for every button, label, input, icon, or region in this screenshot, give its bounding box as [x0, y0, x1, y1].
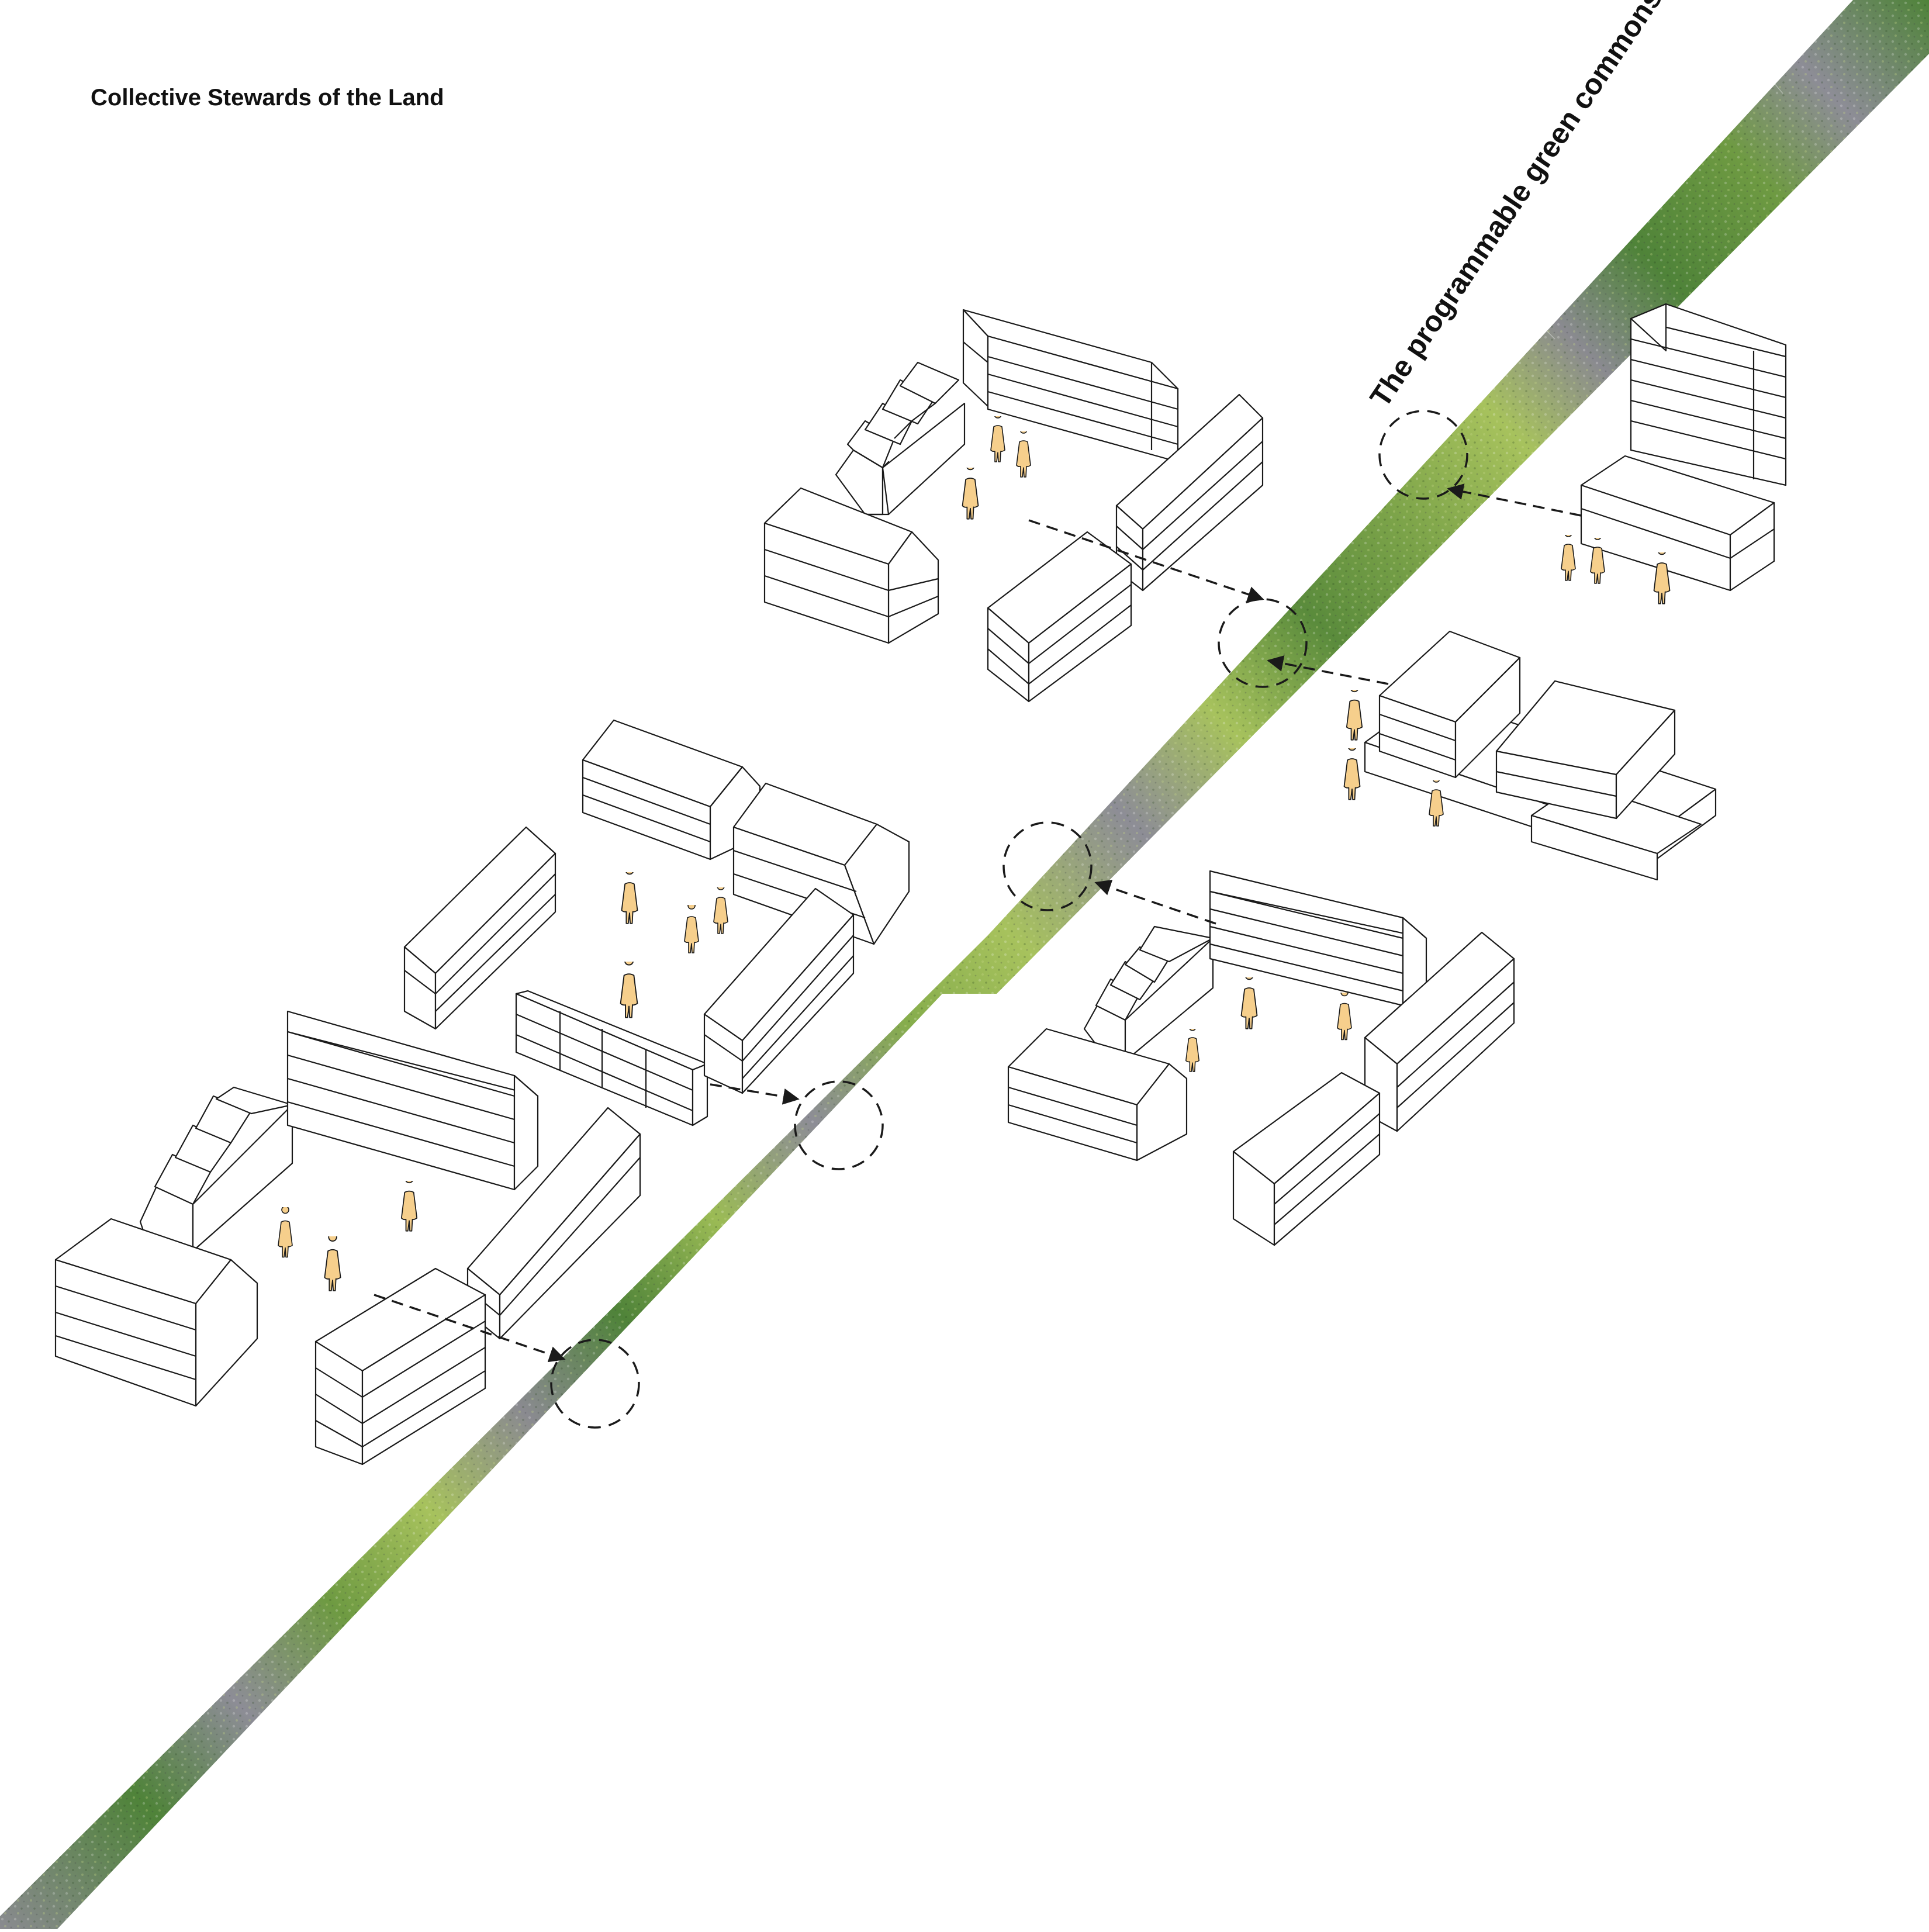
building-cluster-south [54, 1010, 641, 1466]
gable-building [403, 826, 556, 1030]
flat-building [515, 990, 708, 1126]
person-figure-icon [1343, 748, 1361, 800]
dashed-arrow-icon [1267, 655, 1389, 685]
person-figure-icon [713, 887, 728, 934]
person-figure-icon [400, 1181, 418, 1232]
gable-building [962, 309, 1179, 463]
dashed-arrow-icon [1028, 519, 1264, 603]
person-figure-icon [1240, 977, 1258, 1029]
gable-building [54, 1218, 258, 1407]
person-figure-icon [620, 962, 638, 1018]
gable-building [703, 887, 855, 1094]
terrace-houses [139, 1086, 293, 1252]
gable-building [1209, 870, 1427, 1007]
person-figure-icon [278, 1207, 293, 1258]
flow-arrows [374, 483, 1582, 1363]
person-figure-icon [962, 468, 979, 520]
dashed-arrow-icon [374, 1294, 566, 1363]
flat-building [1630, 303, 1787, 486]
gable-building [314, 1267, 486, 1466]
dashed-circle-icon [1002, 821, 1093, 911]
gable-building [763, 487, 939, 644]
building-cluster-west [403, 719, 910, 1126]
building-cluster-north [763, 309, 1264, 703]
dashed-arrow-icon [1094, 879, 1216, 925]
flat-building [1378, 630, 1521, 779]
flat-building [1495, 680, 1676, 820]
person-figure-icon [1346, 690, 1363, 741]
dashed-arrow-icon [1447, 483, 1582, 517]
dashed-circle-icon [1378, 410, 1468, 500]
gable-building [987, 531, 1132, 703]
gable-building [1115, 393, 1264, 592]
focus-circles [550, 410, 1468, 1429]
person-figure-icon [990, 416, 1005, 462]
dashed-circle-icon [550, 1339, 640, 1429]
terrace-houses [835, 361, 966, 516]
flat-building [1580, 455, 1775, 592]
diagram-title: Collective Stewards of the Land [91, 85, 444, 110]
person-figure-icon [684, 905, 699, 953]
building-cluster-stacked [1364, 630, 1717, 881]
person-figure-icon [621, 872, 638, 924]
person-figure-icon [324, 1236, 341, 1292]
building-cluster-east [1007, 870, 1515, 1246]
person-figure-icon [1561, 535, 1576, 581]
person-figure-icon [1016, 431, 1031, 478]
dashed-circle-icon [794, 1080, 884, 1170]
building-cluster-tower [1580, 303, 1787, 592]
dashed-circle-icon [1218, 598, 1308, 688]
dashed-arrow-icon [710, 1083, 800, 1105]
person-figure-icon [1337, 993, 1352, 1041]
person-figure-icon [1185, 1029, 1200, 1072]
gable-building [1232, 1072, 1381, 1246]
gable-building [286, 1010, 539, 1191]
gable-building [1007, 1028, 1188, 1162]
